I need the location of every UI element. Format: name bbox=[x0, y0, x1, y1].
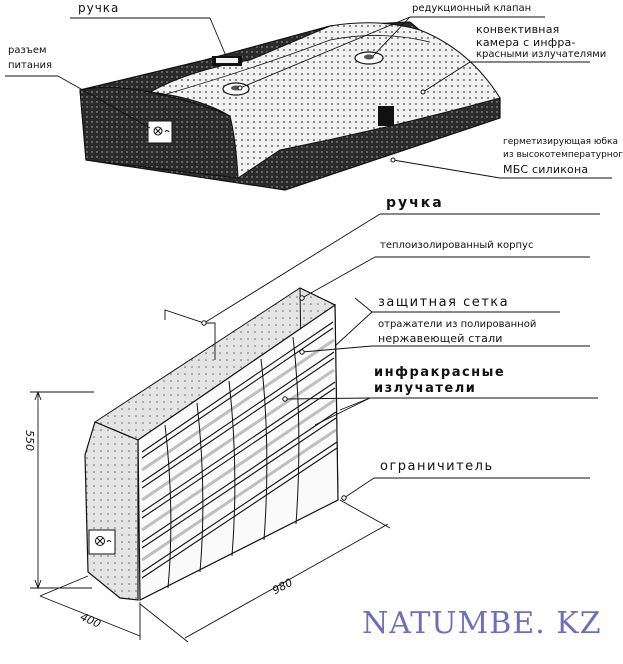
watermark-text: NATUMBE. KZ bbox=[362, 606, 602, 641]
label-reduction-valve: редукционный клапан bbox=[412, 3, 532, 14]
label-insulated-housing: теплоизолированный корпус bbox=[380, 240, 534, 251]
label-top-handle: ручка bbox=[78, 1, 120, 15]
label-emitters-2: излучатели bbox=[374, 381, 477, 396]
label-chamber-2: камера с инфра- bbox=[476, 36, 576, 49]
label-power-2: питания bbox=[8, 60, 53, 71]
grid-bars bbox=[164, 336, 300, 589]
reflectors bbox=[141, 338, 337, 562]
dimension-height: 550 bbox=[23, 430, 36, 451]
infrared-emitters bbox=[141, 321, 338, 579]
label-chamber-3: красными излучателями bbox=[476, 49, 607, 60]
top-leader-lines bbox=[5, 16, 612, 179]
label-reflectors-1: отражатели из полированной bbox=[378, 319, 537, 330]
side-power-connector bbox=[88, 529, 116, 555]
label-protective-grid: защитная сетка bbox=[378, 295, 510, 310]
label-skirt-1: герметизирующая юбка bbox=[503, 137, 618, 147]
label-limiter: ограничитель bbox=[380, 459, 494, 474]
label-power-1: разъем bbox=[8, 45, 47, 56]
protective-grid bbox=[137, 303, 339, 601]
convective-chamber bbox=[148, 22, 501, 179]
label-chamber-1: конвективная bbox=[476, 23, 560, 36]
label-side-handle: ручка bbox=[386, 195, 444, 211]
housing-end-face bbox=[84, 421, 139, 601]
side-heater-drawing bbox=[84, 287, 339, 601]
dimension-lines bbox=[30, 390, 391, 643]
side-bracket bbox=[378, 106, 394, 126]
top-heater-drawing bbox=[79, 21, 501, 191]
chamber-ridge bbox=[159, 35, 431, 97]
power-connector bbox=[147, 120, 173, 144]
label-emitters-1: инфракрасные bbox=[374, 365, 506, 380]
label-reflectors-2: нержавеющей стали bbox=[378, 332, 503, 345]
label-skirt-3: МБС силикона bbox=[503, 163, 589, 176]
label-skirt-2: из высокотемпературного bbox=[503, 150, 623, 160]
side-leader-lines bbox=[164, 213, 600, 499]
